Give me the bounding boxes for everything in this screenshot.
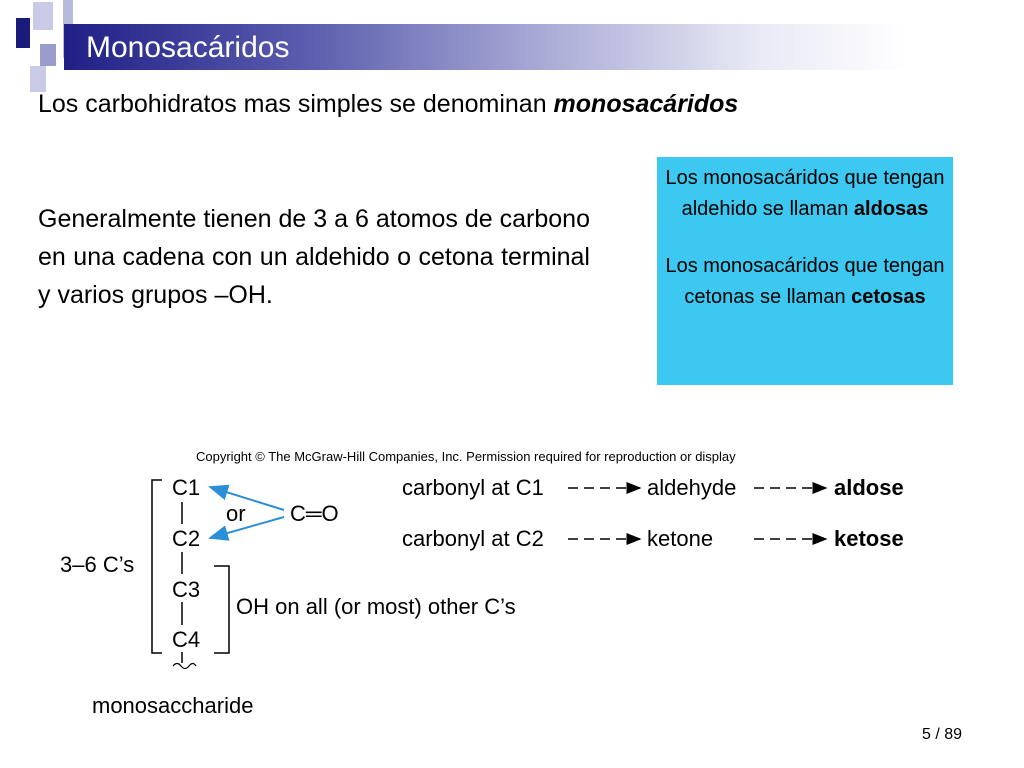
- body-paragraph: Generalmente tienen de 3 a 6 atomos de c…: [38, 205, 590, 309]
- arrow-to-c1: [208, 484, 285, 511]
- figure-caption: monosaccharide: [92, 693, 254, 718]
- decorative-square: [33, 2, 53, 30]
- page-number: 5 / 89: [921, 726, 962, 743]
- info-cetosas: Los monosacáridos que tengan cetonas se …: [665, 251, 945, 313]
- range-label: 3–6 C’s: [60, 552, 135, 577]
- carbon-c2: C2: [172, 526, 201, 551]
- carbonyl-group: C═O: [290, 501, 339, 526]
- row1-carbonyl: carbonyl at C1: [402, 475, 544, 500]
- arrow-to-c2: [208, 516, 285, 541]
- info-aldosas: Los monosacáridos que tengan aldehido se…: [665, 163, 945, 225]
- monosaccharide-diagram: C1 C2 C3 C4 or C═O 3–6 C’s OH on all (or…: [0, 460, 1024, 730]
- info-aldosas-text: Los monosacáridos que tengan aldehido se…: [665, 167, 945, 220]
- row2-carbonyl: carbonyl at C2: [402, 526, 544, 551]
- row2-result: ketose: [834, 526, 904, 551]
- carbon-c1: C1: [172, 475, 201, 500]
- row1-group: aldehyde: [647, 475, 737, 500]
- range-bracket: [151, 479, 162, 654]
- carbon-c3: C3: [172, 577, 201, 602]
- title-bar: [64, 24, 1024, 70]
- decorative-square: [30, 66, 46, 92]
- row2-group: ketone: [647, 526, 714, 551]
- decorative-square: [16, 18, 30, 48]
- carbon-c4: C4: [172, 627, 201, 652]
- wavy-bond-icon: [172, 662, 197, 670]
- slide-title: Monosacáridos: [86, 31, 290, 64]
- oh-label: OH on all (or most) other C’s: [236, 594, 516, 619]
- slide-subtitle: Los carbohidratos mas simples se denomin…: [38, 84, 738, 124]
- info-cetosas-text: Los monosacáridos que tengan cetonas se …: [665, 255, 945, 308]
- info-box: Los monosacáridos que tengan aldehido se…: [657, 157, 953, 385]
- oh-bracket: [214, 565, 230, 654]
- diagram-lines: [151, 479, 828, 670]
- info-cetosas-term: cetosas: [851, 286, 926, 308]
- subtitle-emphasis: monosacáridos: [553, 90, 739, 118]
- or-label: or: [226, 501, 246, 526]
- copyright-notice: Copyright © The McGraw-Hill Companies, I…: [196, 449, 736, 464]
- info-aldosas-term: aldosas: [853, 198, 929, 220]
- row1-result: aldose: [834, 475, 904, 500]
- subtitle-text: Los carbohidratos mas simples se denomin…: [38, 90, 554, 118]
- decorative-square: [40, 44, 56, 66]
